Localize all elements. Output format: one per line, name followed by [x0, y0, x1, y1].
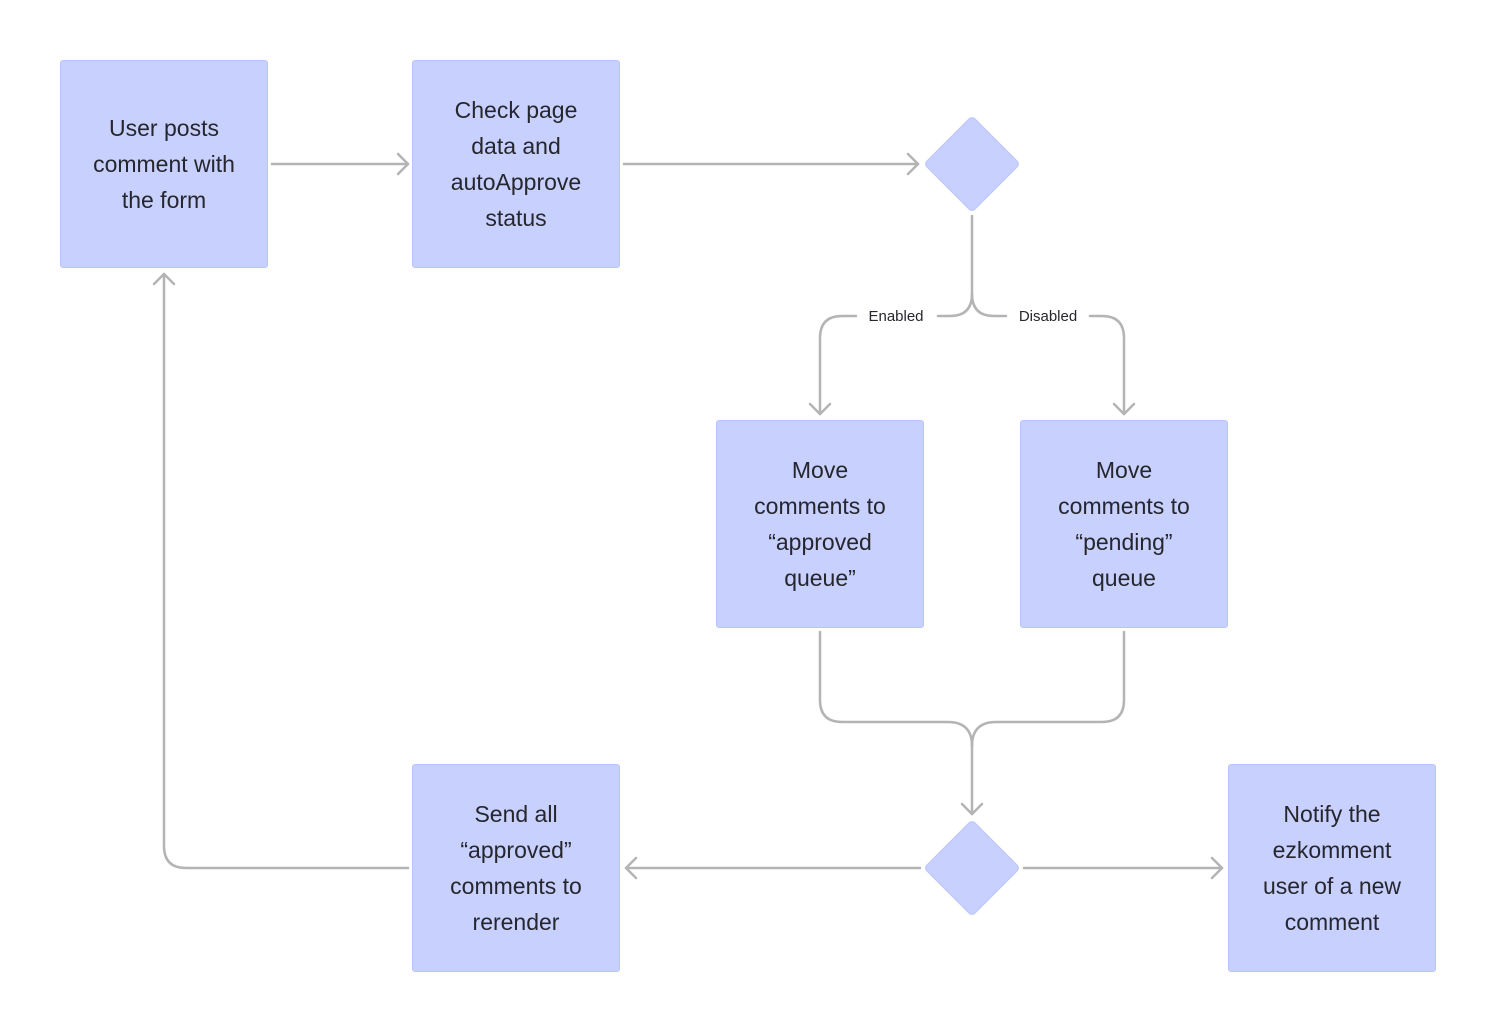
- node-check-page-label: Check page data and autoApprove status: [450, 97, 582, 231]
- arrowhead-decision-bottom: [960, 802, 984, 816]
- arrowhead-notify: [1210, 856, 1224, 880]
- edge-decision-split-right: [970, 292, 1008, 318]
- node-check-page: Check page data and autoApprove status: [412, 60, 620, 268]
- decision-dispatch: [925, 821, 1019, 915]
- arrowhead-decision-top: [906, 152, 920, 176]
- node-notify: Notify the ezkomment user of a new comme…: [1228, 764, 1436, 972]
- edge-send-to-user-loop: [162, 272, 410, 870]
- arrowhead-move-pending: [1112, 402, 1136, 416]
- edge-disabled-branch: [1088, 314, 1126, 416]
- edge-decision-split: [936, 214, 974, 318]
- edge-label-disabled: Disabled: [1019, 308, 1077, 325]
- node-user-posts-label: User posts comment with the form: [93, 115, 235, 213]
- arrowhead-check-page: [396, 152, 410, 176]
- edge-merge-from-pending: [970, 630, 1126, 748]
- node-notify-label: Notify the ezkomment user of a new comme…: [1262, 801, 1402, 935]
- edge-enabled-branch: [818, 314, 858, 416]
- edge-label-enabled: Enabled: [868, 308, 923, 325]
- edge-merge-from-approved: [818, 630, 974, 748]
- arrowhead-send-approved: [624, 856, 638, 880]
- node-move-approved: Move comments to “approved queue”: [716, 420, 924, 628]
- node-move-pending: Move comments to “pending” queue: [1020, 420, 1228, 628]
- node-move-pending-label: Move comments to “pending” queue: [1058, 457, 1190, 591]
- arrowhead-move-approved: [808, 402, 832, 416]
- node-send-approved-label: Send all “approved” comments to rerender: [450, 801, 582, 935]
- decision-auto-approve: [925, 117, 1019, 211]
- node-send-approved: Send all “approved” comments to rerender: [412, 764, 620, 972]
- arrowhead-user-posts: [152, 272, 176, 286]
- node-move-approved-label: Move comments to “approved queue”: [754, 457, 886, 591]
- node-user-posts: User posts comment with the form: [60, 60, 268, 268]
